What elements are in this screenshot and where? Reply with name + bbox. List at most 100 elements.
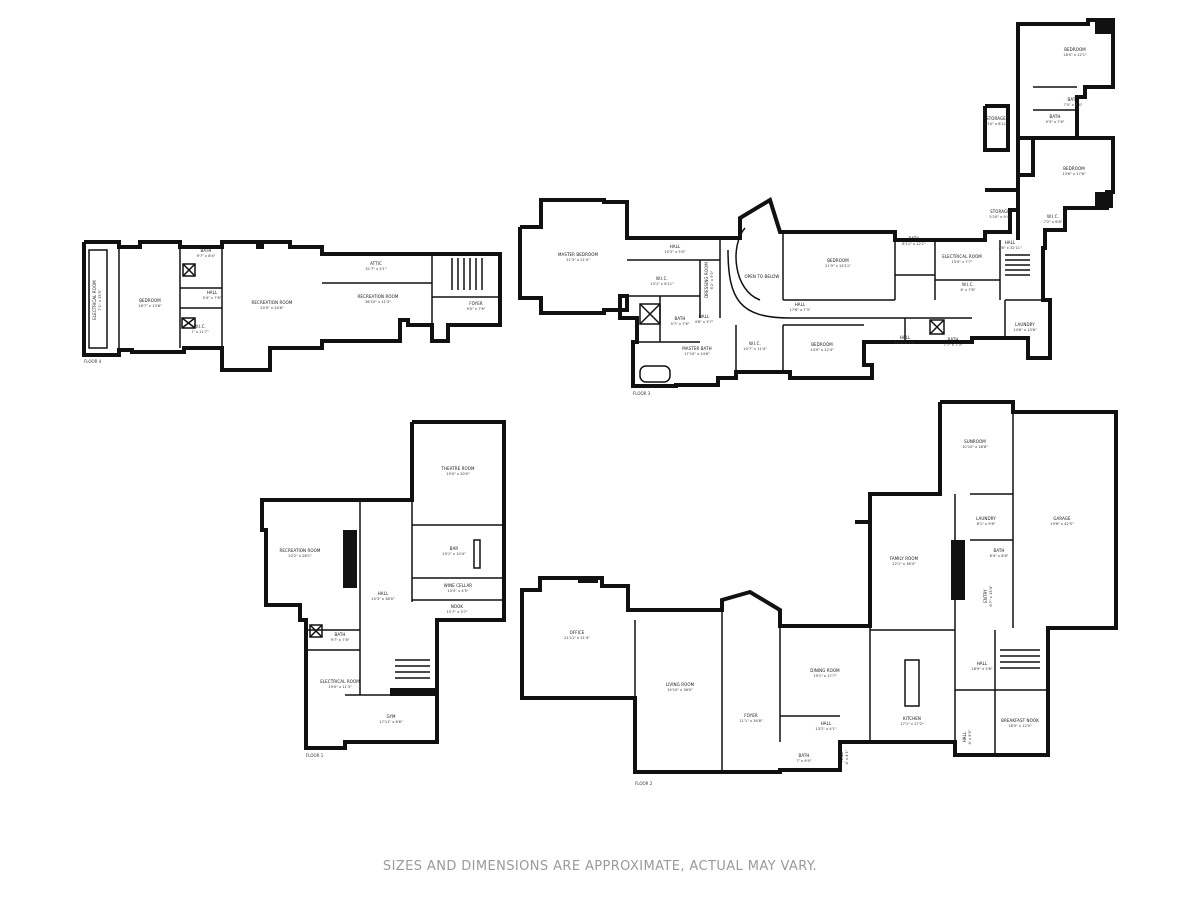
room-dimension: 7' x 11'7" bbox=[191, 330, 209, 334]
room-label: MASTER BEDROOM bbox=[558, 252, 598, 257]
floor-label: FLOOR 4 bbox=[84, 359, 102, 364]
floor-label: FLOOR 1 bbox=[306, 753, 324, 758]
room-dimension: 13'1" x 6'11" bbox=[650, 282, 674, 286]
room-label: HALL bbox=[699, 314, 710, 319]
room-dimension: 18'0" x 12'1" bbox=[1063, 53, 1087, 57]
room-dimension: 17'6" x 7'3" bbox=[789, 308, 810, 312]
floor-1-labels: THEATRE ROOM 19'0" x 20'0" RECREATION RO… bbox=[280, 466, 475, 758]
room-label: BATH bbox=[947, 337, 958, 342]
room-dimension: 15'2" x 5'0" bbox=[664, 250, 685, 254]
room-dimension: 9'3" x 7'6" bbox=[1046, 120, 1065, 124]
room-label: KITCHEN bbox=[903, 716, 921, 721]
room-dimension: 22'1" x 36'4" bbox=[892, 562, 916, 566]
room-label: ELECTRICAL ROOM bbox=[320, 679, 360, 684]
room-label: HALL bbox=[378, 591, 389, 596]
room-label: HALL bbox=[670, 244, 681, 249]
floor-label: FLOOR 2 bbox=[635, 781, 653, 786]
floor-label: FLOOR 3 bbox=[633, 391, 651, 396]
room-label: GYM bbox=[386, 714, 396, 719]
room-dimension: 19'10" x 36'0" bbox=[667, 688, 693, 692]
room-label: GARAGE bbox=[1053, 516, 1071, 521]
disclaimer-text: SIZES AND DIMENSIONS ARE APPROXIMATE, AC… bbox=[382, 859, 818, 874]
room-dimension: 7' x 9'5" bbox=[797, 759, 812, 763]
floor-4-plan bbox=[82, 240, 502, 372]
room-label: LAUNDRY bbox=[976, 516, 996, 521]
room-label: FAMILY ROOM bbox=[890, 556, 919, 561]
room-dimension: 20'2" x 26'1" bbox=[288, 554, 312, 558]
room-label: HALL bbox=[839, 751, 844, 762]
room-dimension: 17'10" x 14'6" bbox=[684, 352, 710, 356]
floor-2-labels: OFFICE 21'11" x 21'4" LIVING ROOM 19'10"… bbox=[564, 439, 1074, 786]
room-label: HALL bbox=[977, 661, 988, 666]
room-dimension: 15'7" x 3'7" bbox=[446, 610, 467, 614]
room-label: NOOK bbox=[451, 604, 464, 609]
room-dimension: 7'1" x 35'5" bbox=[98, 289, 102, 310]
room-label: LAUNDRY bbox=[1015, 322, 1035, 327]
room-label: FOYER bbox=[744, 713, 758, 718]
room-label: HALL bbox=[795, 302, 806, 307]
room-dimension: 13'6" x 17'6" bbox=[1062, 172, 1086, 176]
room-dimension: 15'1" x 4'4" bbox=[894, 341, 915, 345]
room-label: HALL bbox=[207, 290, 218, 295]
room-dimension: 5'7" x 7'6" bbox=[671, 322, 690, 326]
room-label: W.I.C. bbox=[962, 282, 974, 287]
room-label: BEDROOM bbox=[811, 342, 833, 347]
room-label: RECREATION ROOM bbox=[280, 548, 321, 553]
room-label: BATH bbox=[908, 236, 919, 241]
room-label: HALL bbox=[962, 731, 967, 742]
room-dimension: 7'2" x 6'8" bbox=[1044, 220, 1063, 224]
room-dimension: 9'7" x 7'8" bbox=[331, 638, 350, 642]
room-dimension: 6' x 7'8" bbox=[961, 288, 976, 292]
room-label: FOYER bbox=[469, 301, 483, 306]
room-label: HALL bbox=[900, 335, 911, 340]
room-dimension: 16'7" x 13'6" bbox=[138, 304, 162, 308]
room-label: OFFICE bbox=[570, 630, 585, 635]
room-dimension: 8'11" x 12'1" bbox=[902, 242, 926, 246]
room-dimension: 7'8" x 32'11" bbox=[998, 246, 1022, 250]
room-label: DINING ROOM bbox=[810, 668, 840, 673]
room-dimension: 19'1" x 17'7" bbox=[813, 674, 837, 678]
room-label: BATH bbox=[200, 248, 211, 253]
room-dimension: 21'11" x 21'4" bbox=[564, 636, 590, 640]
room-label: WINE CELLAR bbox=[444, 583, 473, 588]
room-label: OPEN TO BELOW bbox=[745, 274, 780, 279]
room-dimension: 10'0" x 4'5" bbox=[447, 589, 468, 593]
room-dimension: 5'4" x 7'6" bbox=[203, 296, 222, 300]
room-dimension: 17'11" x 8'6" bbox=[379, 720, 403, 724]
room-dimension: 4' x 5'5" bbox=[968, 729, 972, 744]
room-dimension: 21'3" x 21'4" bbox=[566, 258, 590, 262]
room-dimension: 14'9" x 12'4" bbox=[810, 348, 834, 352]
room-label: W.I.C. bbox=[1047, 214, 1059, 219]
room-label: BATH bbox=[1049, 114, 1060, 119]
room-dimension: 36'10" x 11'3" bbox=[365, 300, 391, 304]
room-label: HALL bbox=[821, 721, 832, 726]
room-label: ENTRY bbox=[983, 589, 988, 603]
floor-2-plan bbox=[520, 400, 1118, 774]
room-dimension: 10'3" x 38'0" bbox=[371, 597, 395, 601]
room-dimension: 5'10" x 9'4" bbox=[989, 215, 1010, 219]
room-dimension: 21'9" x 15'11" bbox=[825, 264, 851, 268]
room-dimension: 17'1" x 27'2" bbox=[900, 722, 924, 726]
floor-1-plan bbox=[260, 420, 506, 750]
room-dimension: 10'7" x 11'4" bbox=[743, 347, 767, 351]
room-label: BATH bbox=[674, 316, 685, 321]
room-label: W.I.C. bbox=[194, 324, 206, 329]
room-label: MASTER BATH bbox=[682, 346, 711, 351]
room-dimension: 9'7" x 8'4" bbox=[197, 254, 216, 258]
room-label: SUNROOM bbox=[964, 439, 986, 444]
room-label: BATH bbox=[993, 548, 1004, 553]
room-label: BEDROOM bbox=[1064, 47, 1086, 52]
room-dimension: 14'6" x 13'6" bbox=[1013, 328, 1037, 332]
room-dimension: 7'7" x 7'3" bbox=[944, 343, 963, 347]
room-dimension: 7'10" x 8'11" bbox=[984, 122, 1008, 126]
room-dimension: 8'7" x 15'4" bbox=[989, 585, 993, 606]
room-label: BAR bbox=[450, 546, 459, 551]
room-label: BEDROOM bbox=[827, 258, 849, 263]
room-label: BEDROOM bbox=[139, 298, 161, 303]
room-label: BATH bbox=[334, 632, 345, 637]
room-dimension: 19'0" x 20'0" bbox=[446, 472, 470, 476]
room-label: W.I.C. bbox=[749, 341, 761, 346]
room-dimension: 4' x 4'1" bbox=[845, 749, 849, 764]
room-label: BEDROOM bbox=[1063, 166, 1085, 171]
room-label: BREAKFAST NOOK bbox=[1001, 718, 1039, 723]
